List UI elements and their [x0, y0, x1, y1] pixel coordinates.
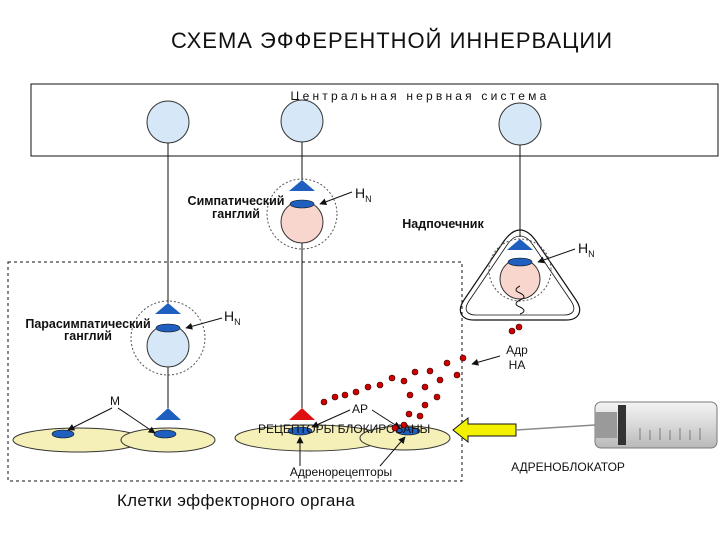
hormone-dot — [416, 412, 424, 420]
syringe-illustration — [515, 401, 718, 449]
adrenergic-terminal — [289, 408, 315, 420]
m-arrow-1 — [67, 407, 113, 431]
hormone-dot — [426, 367, 434, 375]
hormone-dot — [320, 398, 328, 406]
hn-arrow-adrenal — [537, 248, 576, 264]
hormone-dot — [341, 391, 349, 399]
adr-arrow — [471, 355, 501, 366]
hormone-dot — [508, 327, 516, 335]
m-receptor-2 — [153, 429, 177, 439]
hn-label-parasympathetic: HN — [224, 308, 241, 327]
sympathetic-ganglion-label-2: ганглий — [212, 207, 260, 221]
hormone-dot — [515, 323, 523, 331]
cns-box — [30, 83, 719, 157]
hormone-dot — [433, 393, 441, 401]
hn-label-adrenal: HN — [578, 240, 595, 259]
adrenoreceptors-label: Адренорецепторы — [290, 465, 392, 479]
m-label: М — [110, 394, 120, 408]
hormone-dot — [391, 424, 399, 432]
sympathetic-synapse — [289, 199, 315, 209]
hormone-dot — [400, 377, 408, 385]
m-arrow-2 — [117, 407, 156, 434]
na-label: НА — [509, 358, 526, 372]
adrenoreceptor-1 — [287, 426, 313, 436]
adrenal-gland-outline-outer — [459, 229, 581, 321]
ar-arrow-1 — [311, 409, 351, 428]
adrenal-label: Надпочечник — [402, 217, 484, 231]
hn-arrow-parasympathetic — [185, 317, 223, 330]
syringe-tip — [595, 412, 617, 438]
adrenal-secretion-squiggle — [515, 285, 525, 315]
sympathetic-receptor — [289, 180, 315, 191]
hormone-dot — [400, 421, 408, 429]
hormone-dot — [376, 381, 384, 389]
syringe-needle — [515, 424, 596, 431]
effector-organ-box — [7, 261, 463, 482]
adrenoblocker-label: АДРЕНОБЛОКАТОР — [511, 460, 625, 474]
parasympathetic-ganglion-ring — [130, 300, 206, 376]
parasympathetic-ganglion-label-2: ганглий — [64, 329, 112, 343]
adrenal-gland-outline-inner — [465, 235, 575, 316]
hormone-dot — [411, 368, 419, 376]
m-receptor-1 — [51, 429, 75, 439]
hormone-dots — [320, 323, 523, 432]
parasym-terminal-receptor — [155, 408, 181, 420]
adrenal-synapse — [507, 257, 533, 267]
parasympathetic-ganglion-label-1: Парасимпатический — [25, 317, 150, 331]
hormone-dot — [443, 359, 451, 367]
hormone-dot — [331, 393, 339, 401]
syringe-plunger — [618, 405, 626, 445]
cns-neuron-3 — [498, 102, 542, 146]
receptors-blocked-label: РЕЦЕПТОРЫ БЛОКИРОВАНЫ — [258, 422, 430, 436]
sympathetic-ganglion-ring — [266, 178, 338, 250]
sympathetic-ganglion-label-1: Симпатический — [188, 194, 285, 208]
ar-label: АР — [352, 402, 368, 416]
diagram-title: СХЕМА ЭФФЕРЕНТНОЙ ИННЕРВАЦИИ — [171, 28, 613, 53]
hormone-dot — [406, 391, 414, 399]
hormone-dot — [453, 371, 461, 379]
adrenal-receptor — [507, 239, 533, 250]
cns-neuron-1 — [146, 100, 190, 144]
cns-label: Центральная нервная система — [291, 89, 550, 103]
parasympathetic-synapse — [155, 323, 181, 333]
hn-label-sympathetic: HN — [355, 185, 372, 204]
hormone-dot — [388, 374, 396, 382]
hormone-dot — [405, 410, 413, 418]
hormone-dot — [436, 376, 444, 384]
parasympathetic-receptor — [155, 303, 181, 314]
cns-neuron-2 — [280, 99, 324, 143]
hormone-dot — [421, 383, 429, 391]
hormone-dot — [459, 354, 467, 362]
effector-cells-label: Клетки эффекторного органа — [117, 491, 355, 510]
adr-label: Адр — [506, 343, 528, 357]
effector-cell-2 — [120, 427, 216, 453]
hn-arrow-sympathetic — [319, 191, 353, 206]
hormone-dot — [352, 388, 360, 396]
hormone-dot — [421, 401, 429, 409]
adrenoreceptor-arrow-2 — [379, 436, 406, 467]
hormone-dot — [364, 383, 372, 391]
